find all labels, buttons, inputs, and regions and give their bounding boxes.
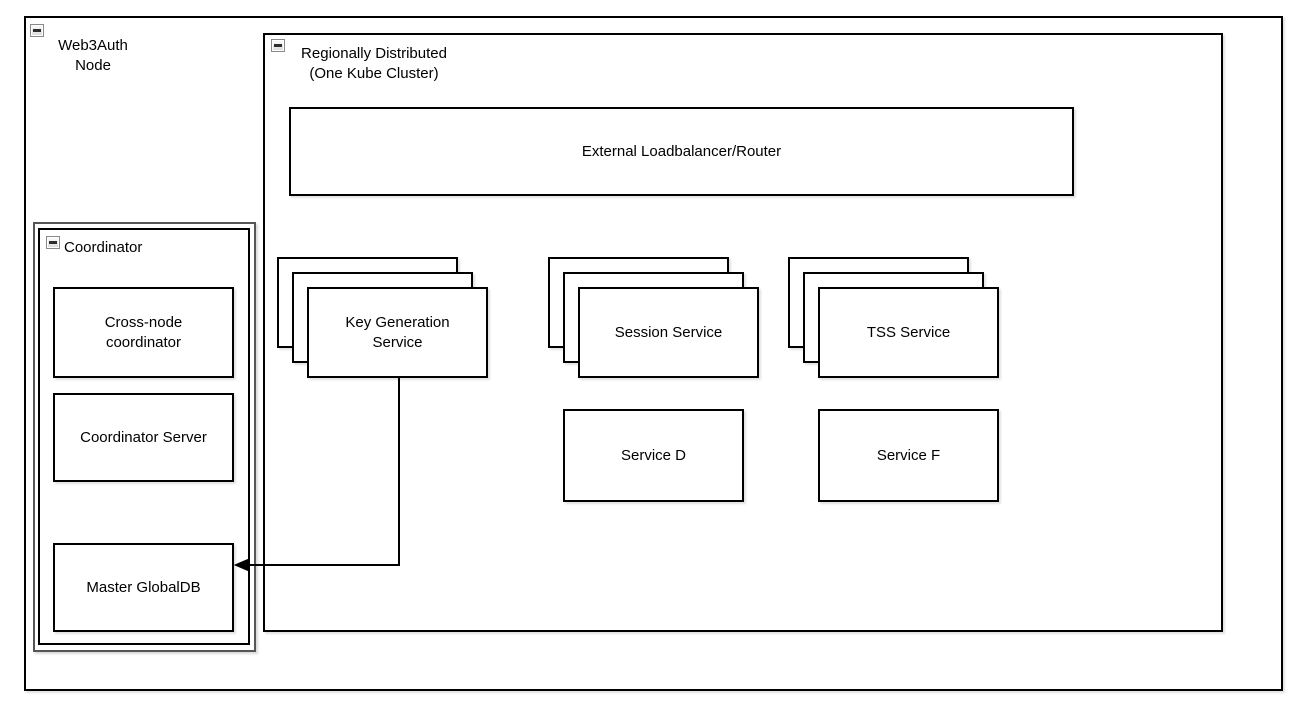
collapse-minus-icon[interactable] bbox=[30, 24, 44, 37]
regionally-distributed-label-line2: (One Kube Cluster) bbox=[309, 65, 439, 82]
collapse-minus-icon[interactable] bbox=[271, 39, 285, 52]
stack-tss-service: TSS Service bbox=[788, 257, 999, 378]
edge-kgs-to-master-globaldb[interactable] bbox=[233, 377, 400, 572]
tss-service-label: TSS Service bbox=[866, 323, 951, 341]
node-service-d[interactable]: Service D bbox=[563, 409, 744, 502]
node-coordinator-server[interactable]: Coordinator Server bbox=[53, 393, 234, 482]
stack-session-service: Session Service bbox=[548, 257, 759, 378]
node-external-loadbalancer[interactable]: External Loadbalancer/Router bbox=[289, 107, 1074, 196]
arrowhead-left-icon bbox=[233, 558, 250, 572]
service-f-label: Service F bbox=[876, 446, 941, 464]
cross-node-coordinator-label: Cross-node coordinator bbox=[104, 313, 183, 351]
session-service-label: Session Service bbox=[614, 323, 723, 341]
web3auth-node-label-line1: Web3Auth bbox=[58, 37, 128, 54]
node-service-f[interactable]: Service F bbox=[818, 409, 999, 502]
external-loadbalancer-label: External Loadbalancer/Router bbox=[581, 142, 782, 160]
web3auth-node-label-line2: Node bbox=[75, 57, 111, 74]
service-d-label: Service D bbox=[620, 446, 687, 464]
node-cross-node-coordinator[interactable]: Cross-node coordinator bbox=[53, 287, 234, 378]
master-globaldb-label: Master GlobalDB bbox=[86, 578, 201, 596]
node-session-service[interactable]: Session Service bbox=[578, 287, 759, 378]
node-master-globaldb[interactable]: Master GlobalDB bbox=[53, 543, 234, 632]
node-key-generation-service[interactable]: Key Generation Service bbox=[307, 287, 488, 378]
stack-key-generation-service: Key Generation Service bbox=[277, 257, 488, 378]
coordinator-server-label: Coordinator Server bbox=[80, 428, 207, 446]
minus-glyph bbox=[274, 44, 282, 47]
minus-glyph bbox=[33, 29, 41, 32]
regionally-distributed-label-line1: Regionally Distributed bbox=[301, 45, 447, 62]
node-tss-service[interactable]: TSS Service bbox=[818, 287, 999, 378]
collapse-minus-icon[interactable] bbox=[46, 236, 60, 249]
regionally-distributed-label: Regionally Distributed (One Kube Cluster… bbox=[288, 44, 460, 84]
minus-glyph bbox=[49, 241, 57, 244]
coordinator-label: Coordinator bbox=[64, 239, 143, 256]
key-generation-service-label: Key Generation Service bbox=[345, 313, 450, 351]
web3auth-node-label: Web3Auth Node bbox=[38, 36, 148, 76]
